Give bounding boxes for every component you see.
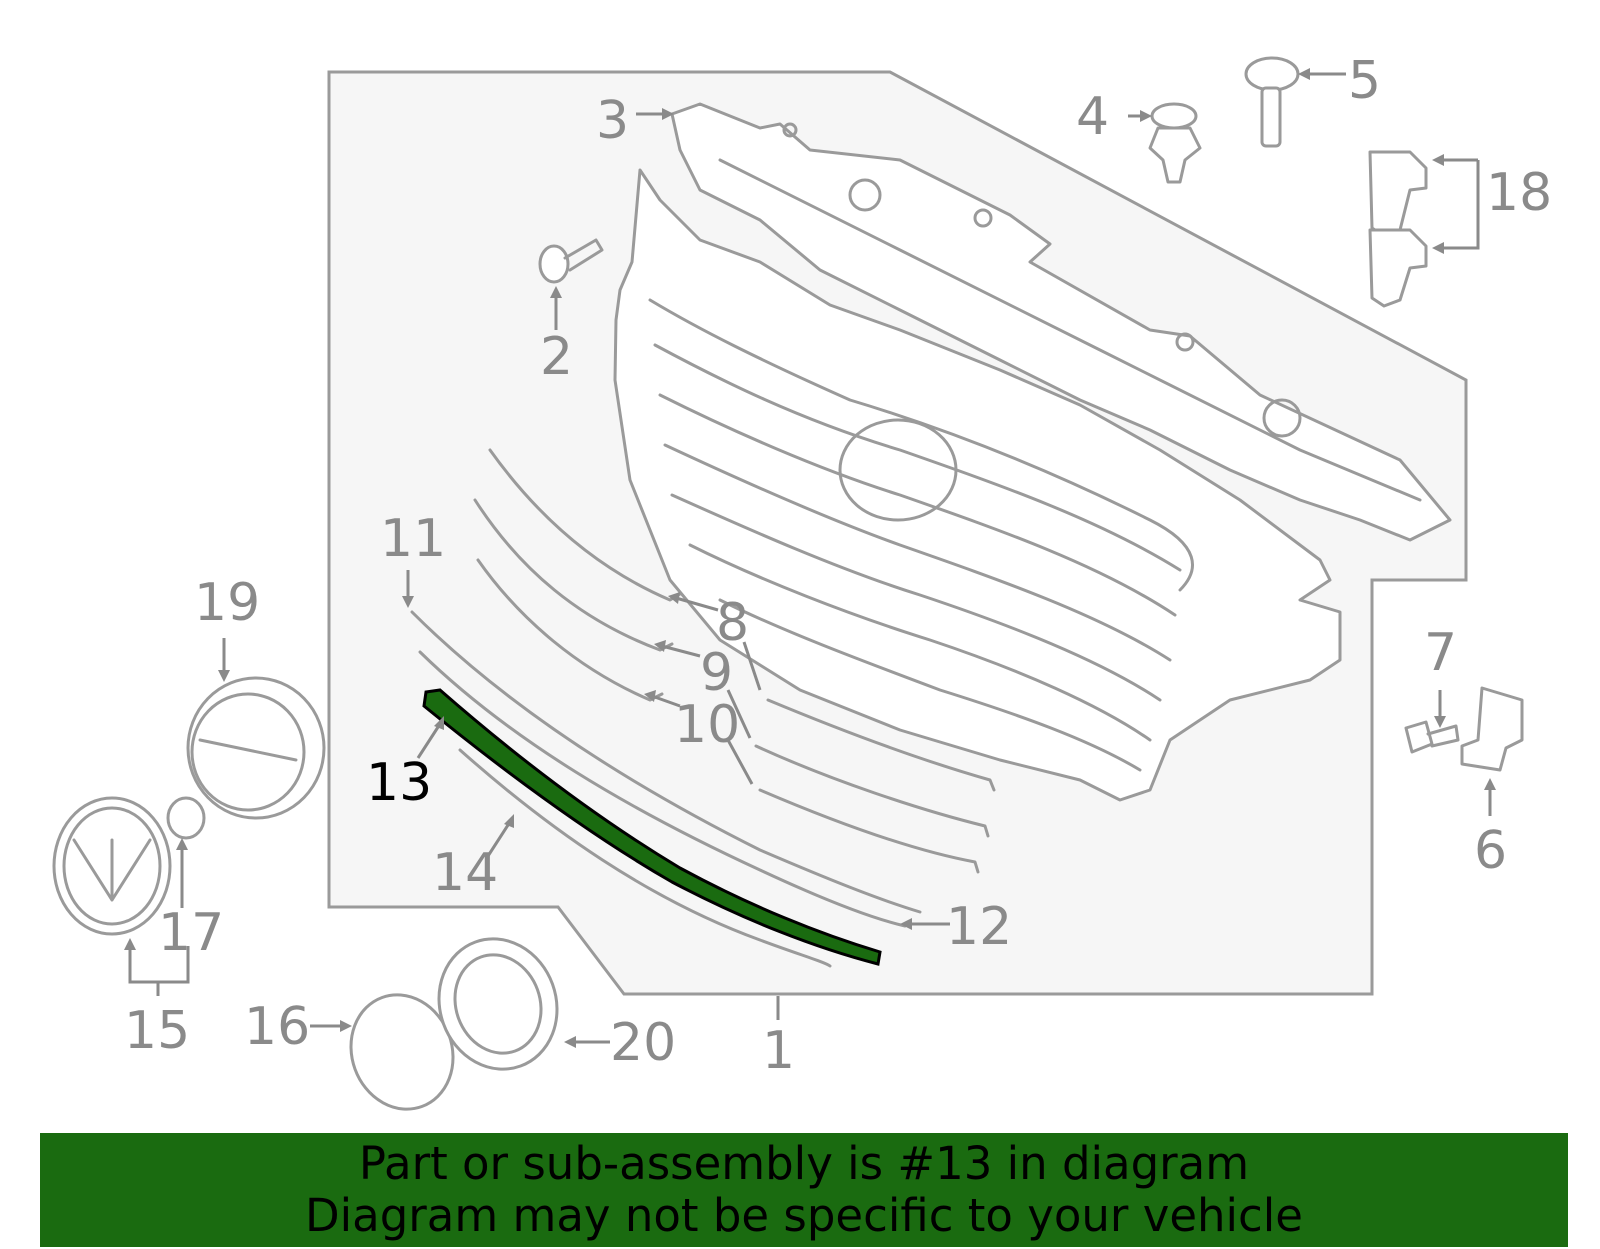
callout-1: 1	[762, 1021, 795, 1081]
callout-11: 11	[380, 509, 446, 569]
callout-9: 9	[700, 643, 733, 703]
upper-bracket-part	[670, 102, 1452, 542]
callout-18: 18	[1486, 163, 1552, 223]
molding-part-8b	[766, 698, 996, 792]
banner-line-2: Diagram may not be specific to your vehi…	[305, 1189, 1303, 1242]
molding-part-10b	[758, 788, 980, 874]
molding-part-10	[476, 558, 664, 702]
callout-10: 10	[674, 695, 740, 755]
callout-20: 20	[610, 1013, 676, 1073]
molding-part-8	[488, 448, 682, 602]
callout-6: 6	[1474, 821, 1507, 881]
clip-part-17	[166, 796, 206, 840]
molding-part-11	[410, 610, 922, 914]
callout-13: 13	[366, 753, 432, 813]
callout-16: 16	[244, 997, 310, 1057]
callout-2: 2	[540, 327, 573, 387]
screw-part-2	[538, 238, 604, 284]
banner-line-1: Part or sub-assembly is #13 in diagram	[358, 1137, 1250, 1190]
brackets-part-18	[1368, 150, 1428, 308]
callout-19: 19	[194, 573, 260, 633]
molding-part-12	[418, 650, 907, 928]
callout-7: 7	[1424, 623, 1457, 683]
molding-part-14	[458, 748, 832, 968]
leader-lines	[124, 68, 1496, 1048]
main-grille-part	[613, 168, 1342, 802]
molding-part-9b	[754, 744, 990, 838]
callout-14: 14	[432, 843, 498, 903]
bezel-part-20	[437, 937, 559, 1071]
bolt-part-7	[1404, 720, 1460, 754]
emblem-base-part-19	[186, 676, 326, 820]
screw-part-5	[1244, 56, 1300, 148]
callout-3: 3	[596, 91, 629, 151]
info-banner: Part or sub-assembly is #13 in diagram D…	[40, 1133, 1568, 1247]
highlighted-part-13	[422, 688, 882, 966]
bracket-part-6	[1460, 686, 1524, 772]
callout-17: 17	[158, 903, 224, 963]
callout-8: 8	[716, 593, 749, 653]
clip-part-4	[1148, 102, 1202, 184]
callout-12: 12	[946, 897, 1012, 957]
callout-5: 5	[1348, 51, 1381, 111]
molding-part-9	[473, 498, 674, 652]
callout-15: 15	[124, 1001, 190, 1061]
emblem-part-15	[52, 796, 172, 936]
callout-4: 4	[1076, 87, 1109, 147]
